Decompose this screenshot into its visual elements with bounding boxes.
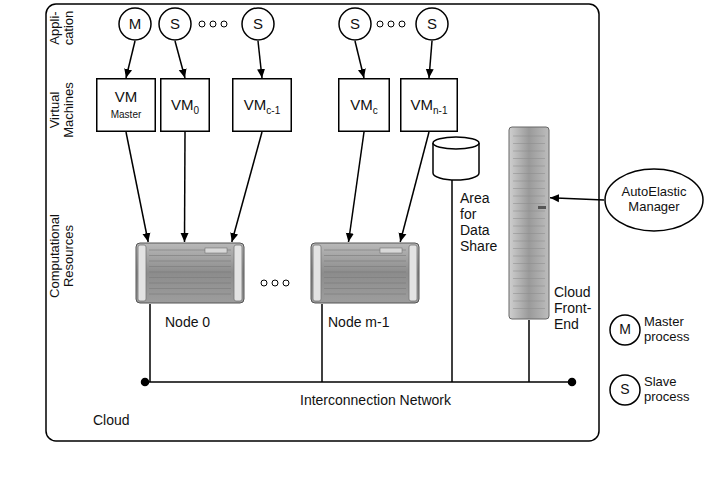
connector-arrow xyxy=(349,132,365,242)
vm-name: VM xyxy=(171,96,194,113)
vm-node: VMc xyxy=(338,78,390,132)
vm-node: VM0 xyxy=(160,78,210,132)
server-node: Node m-1 xyxy=(310,242,420,304)
connector-arrow xyxy=(232,132,262,242)
vm-subscript: n-1 xyxy=(433,105,447,116)
connector-arrow xyxy=(184,132,186,242)
legend-text: Slave process xyxy=(644,375,702,405)
legend-symbol-letter: S xyxy=(608,381,642,397)
cloud-frame: CloudMSSSSVMMasterVM0VMc-1VMcVMn-1Node 0… xyxy=(45,3,600,442)
row-label: Virtual Machines xyxy=(48,74,77,146)
vm-node: VMc-1 xyxy=(232,78,292,132)
node-outline xyxy=(508,126,550,320)
network-label: Interconnection Network xyxy=(300,392,451,408)
vm-name: VM xyxy=(244,96,267,113)
network-bus xyxy=(145,381,572,383)
cylinder-node: Area for Data Share xyxy=(432,136,480,180)
node-outline xyxy=(96,78,156,132)
tower-node: Cloud Front-End xyxy=(508,126,550,320)
row-label: Appli- cation xyxy=(48,6,77,50)
connector-arrow xyxy=(175,41,185,78)
vm-name: VM xyxy=(115,88,138,105)
frontend-link xyxy=(528,320,530,382)
node-link xyxy=(321,304,323,382)
node-outline xyxy=(135,242,245,304)
connector-arrow xyxy=(126,41,135,78)
circle-node: S xyxy=(338,7,372,41)
node-label: M xyxy=(119,15,152,32)
connector-arrow xyxy=(550,198,604,200)
connector-arrow xyxy=(429,41,432,78)
bus-end xyxy=(569,379,576,386)
vm-subscript: 0 xyxy=(193,105,199,116)
node-label: Node 0 xyxy=(165,314,255,330)
node-label: S xyxy=(417,15,447,32)
row-label: Computational Resources xyxy=(48,204,77,308)
vm-name: VM xyxy=(350,96,373,113)
node-label: S xyxy=(243,15,273,32)
node-label: Cloud Front-End xyxy=(554,284,598,332)
vm-name: VM xyxy=(411,96,434,113)
connector-arrow xyxy=(258,41,262,78)
storage-link xyxy=(451,180,453,382)
cloud-label: Cloud xyxy=(93,412,130,428)
node-label: S xyxy=(160,15,190,32)
legend-symbol-letter: M xyxy=(608,321,642,337)
node-label: Area for Data Share xyxy=(460,190,500,254)
node-label: Node m-1 xyxy=(328,314,428,330)
vm-subscript: Master xyxy=(96,109,156,121)
server-node: Node 0 xyxy=(135,242,245,304)
legend-text: Master process xyxy=(644,315,702,345)
connector-arrow xyxy=(126,132,148,242)
circle-node: S xyxy=(415,7,449,41)
circle-node: M xyxy=(118,7,152,41)
circle-node: S xyxy=(158,7,192,41)
vm-node: VMn-1 xyxy=(400,78,458,132)
connector-arrow xyxy=(400,132,429,242)
circle-node: S xyxy=(241,7,275,41)
vm-node: VM Master xyxy=(96,78,156,132)
node-link xyxy=(149,304,151,382)
connector-arrow xyxy=(355,41,364,78)
node-outline xyxy=(432,136,480,180)
bus-end xyxy=(142,379,149,386)
vm-subscript: c-1 xyxy=(266,105,280,116)
node-label: AutoElastic Manager xyxy=(604,185,704,215)
node-outline xyxy=(310,242,420,304)
ellipse-node: AutoElastic Manager xyxy=(604,168,704,232)
vm-subscript: c xyxy=(373,105,378,116)
node-label: S xyxy=(340,15,370,32)
